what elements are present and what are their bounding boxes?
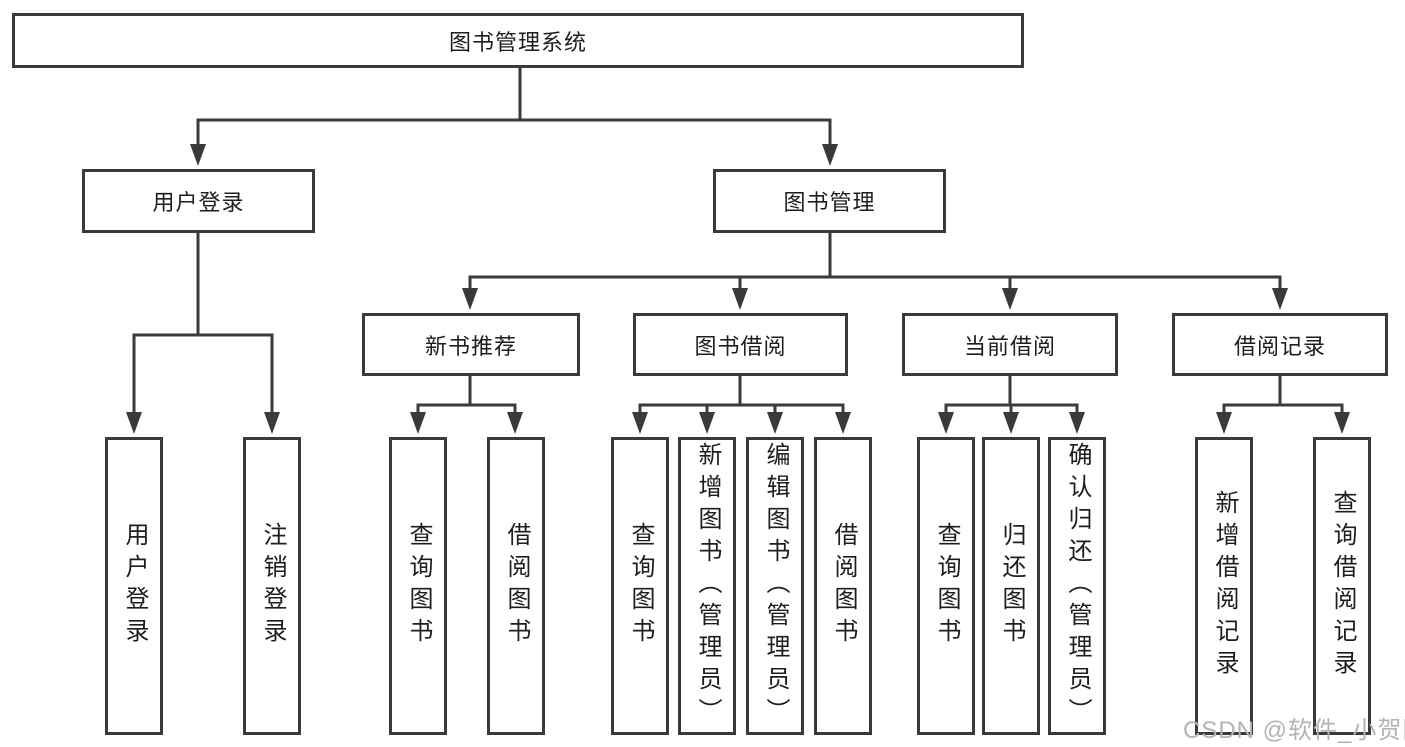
arrowhead-icons bbox=[126, 144, 1350, 434]
node-user-login: 用户登录 bbox=[82, 169, 315, 233]
leaf-bb-edit-books-admin-label: 编辑图书（管理员） bbox=[762, 442, 789, 730]
leaf-bb-add-books-admin: 新增图书（管理员） bbox=[678, 437, 736, 735]
leaf-user-login-label: 用户登录 bbox=[121, 522, 148, 650]
leaf-cb-query-books: 查询图书 bbox=[917, 437, 975, 735]
leaf-logout: 注销登录 bbox=[243, 437, 301, 735]
node-root-system: 图书管理系统 bbox=[12, 13, 1024, 68]
node-borrowing-records: 借阅记录 bbox=[1172, 313, 1388, 376]
leaf-bb-edit-books-admin: 编辑图书（管理员） bbox=[746, 437, 804, 735]
leaf-nb-query-books: 查询图书 bbox=[389, 437, 447, 735]
leaf-cb-confirm-return-admin: 确认归还（管理员） bbox=[1048, 437, 1106, 735]
node-new-book-recommend: 新书推荐 bbox=[362, 313, 580, 376]
leaf-bb-add-books-admin-label: 新增图书（管理员） bbox=[694, 442, 721, 730]
node-book-management: 图书管理 bbox=[713, 169, 946, 233]
leaf-bb-query-books-label: 查询图书 bbox=[627, 522, 654, 650]
leaf-cb-query-books-label: 查询图书 bbox=[933, 522, 960, 650]
leaf-user-login: 用户登录 bbox=[105, 437, 163, 735]
leaf-bb-borrow-books-label: 借阅图书 bbox=[830, 522, 857, 650]
leaf-bb-query-books: 查询图书 bbox=[611, 437, 669, 735]
leaf-cb-return-books: 归还图书 bbox=[982, 437, 1040, 735]
leaf-br-add-record-label: 新增借阅记录 bbox=[1211, 490, 1238, 682]
leaf-bb-borrow-books: 借阅图书 bbox=[814, 437, 872, 735]
leaf-br-query-record: 查询借阅记录 bbox=[1313, 437, 1371, 735]
leaf-nb-query-books-label: 查询图书 bbox=[405, 522, 432, 650]
leaf-cb-return-books-label: 归还图书 bbox=[998, 522, 1025, 650]
leaf-nb-borrow-books: 借阅图书 bbox=[487, 437, 545, 735]
leaf-nb-borrow-books-label: 借阅图书 bbox=[503, 522, 530, 650]
leaf-logout-label: 注销登录 bbox=[259, 522, 286, 650]
node-book-borrowing: 图书借阅 bbox=[633, 313, 848, 376]
watermark-text: CSDN @软件_小贺同学 bbox=[1183, 717, 1405, 744]
leaf-br-add-record: 新增借阅记录 bbox=[1195, 437, 1253, 735]
leaf-cb-confirm-return-admin-label: 确认归还（管理员） bbox=[1064, 442, 1091, 730]
leaf-br-query-record-label: 查询借阅记录 bbox=[1329, 490, 1356, 682]
node-current-borrowing: 当前借阅 bbox=[902, 313, 1118, 376]
connector-paths bbox=[132, 68, 1344, 418]
